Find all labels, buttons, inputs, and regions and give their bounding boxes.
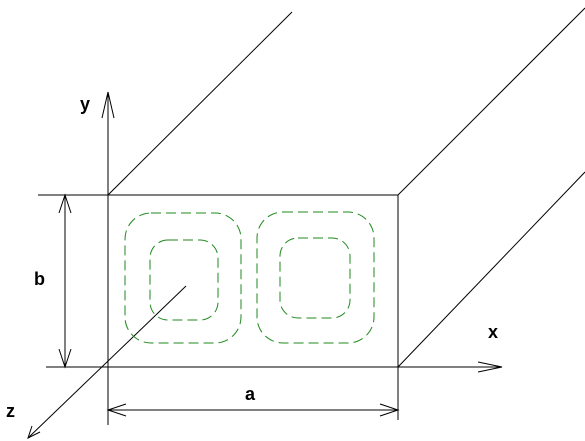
y-axis-label: y <box>80 94 90 114</box>
waveguide-cross-section <box>107 194 399 368</box>
field-loop-left-inner <box>149 239 219 321</box>
field-loop-right-inner <box>279 237 351 319</box>
waveguide-edge-top-left <box>107 11 293 196</box>
dimension-b <box>58 193 72 369</box>
dimension-a <box>106 367 400 420</box>
dimension-b-label: b <box>34 269 45 289</box>
z-axis <box>27 285 187 439</box>
x-axis <box>108 361 503 373</box>
z-axis-label: z <box>6 401 15 421</box>
dimension-a-label: a <box>245 384 256 404</box>
x-axis-label: x <box>488 322 498 342</box>
waveguide-edge-top-right <box>397 7 585 196</box>
field-loop-right-outer <box>256 211 375 344</box>
waveguide-edge-bottom-right <box>397 171 585 368</box>
field-loop-left-outer <box>124 212 242 344</box>
